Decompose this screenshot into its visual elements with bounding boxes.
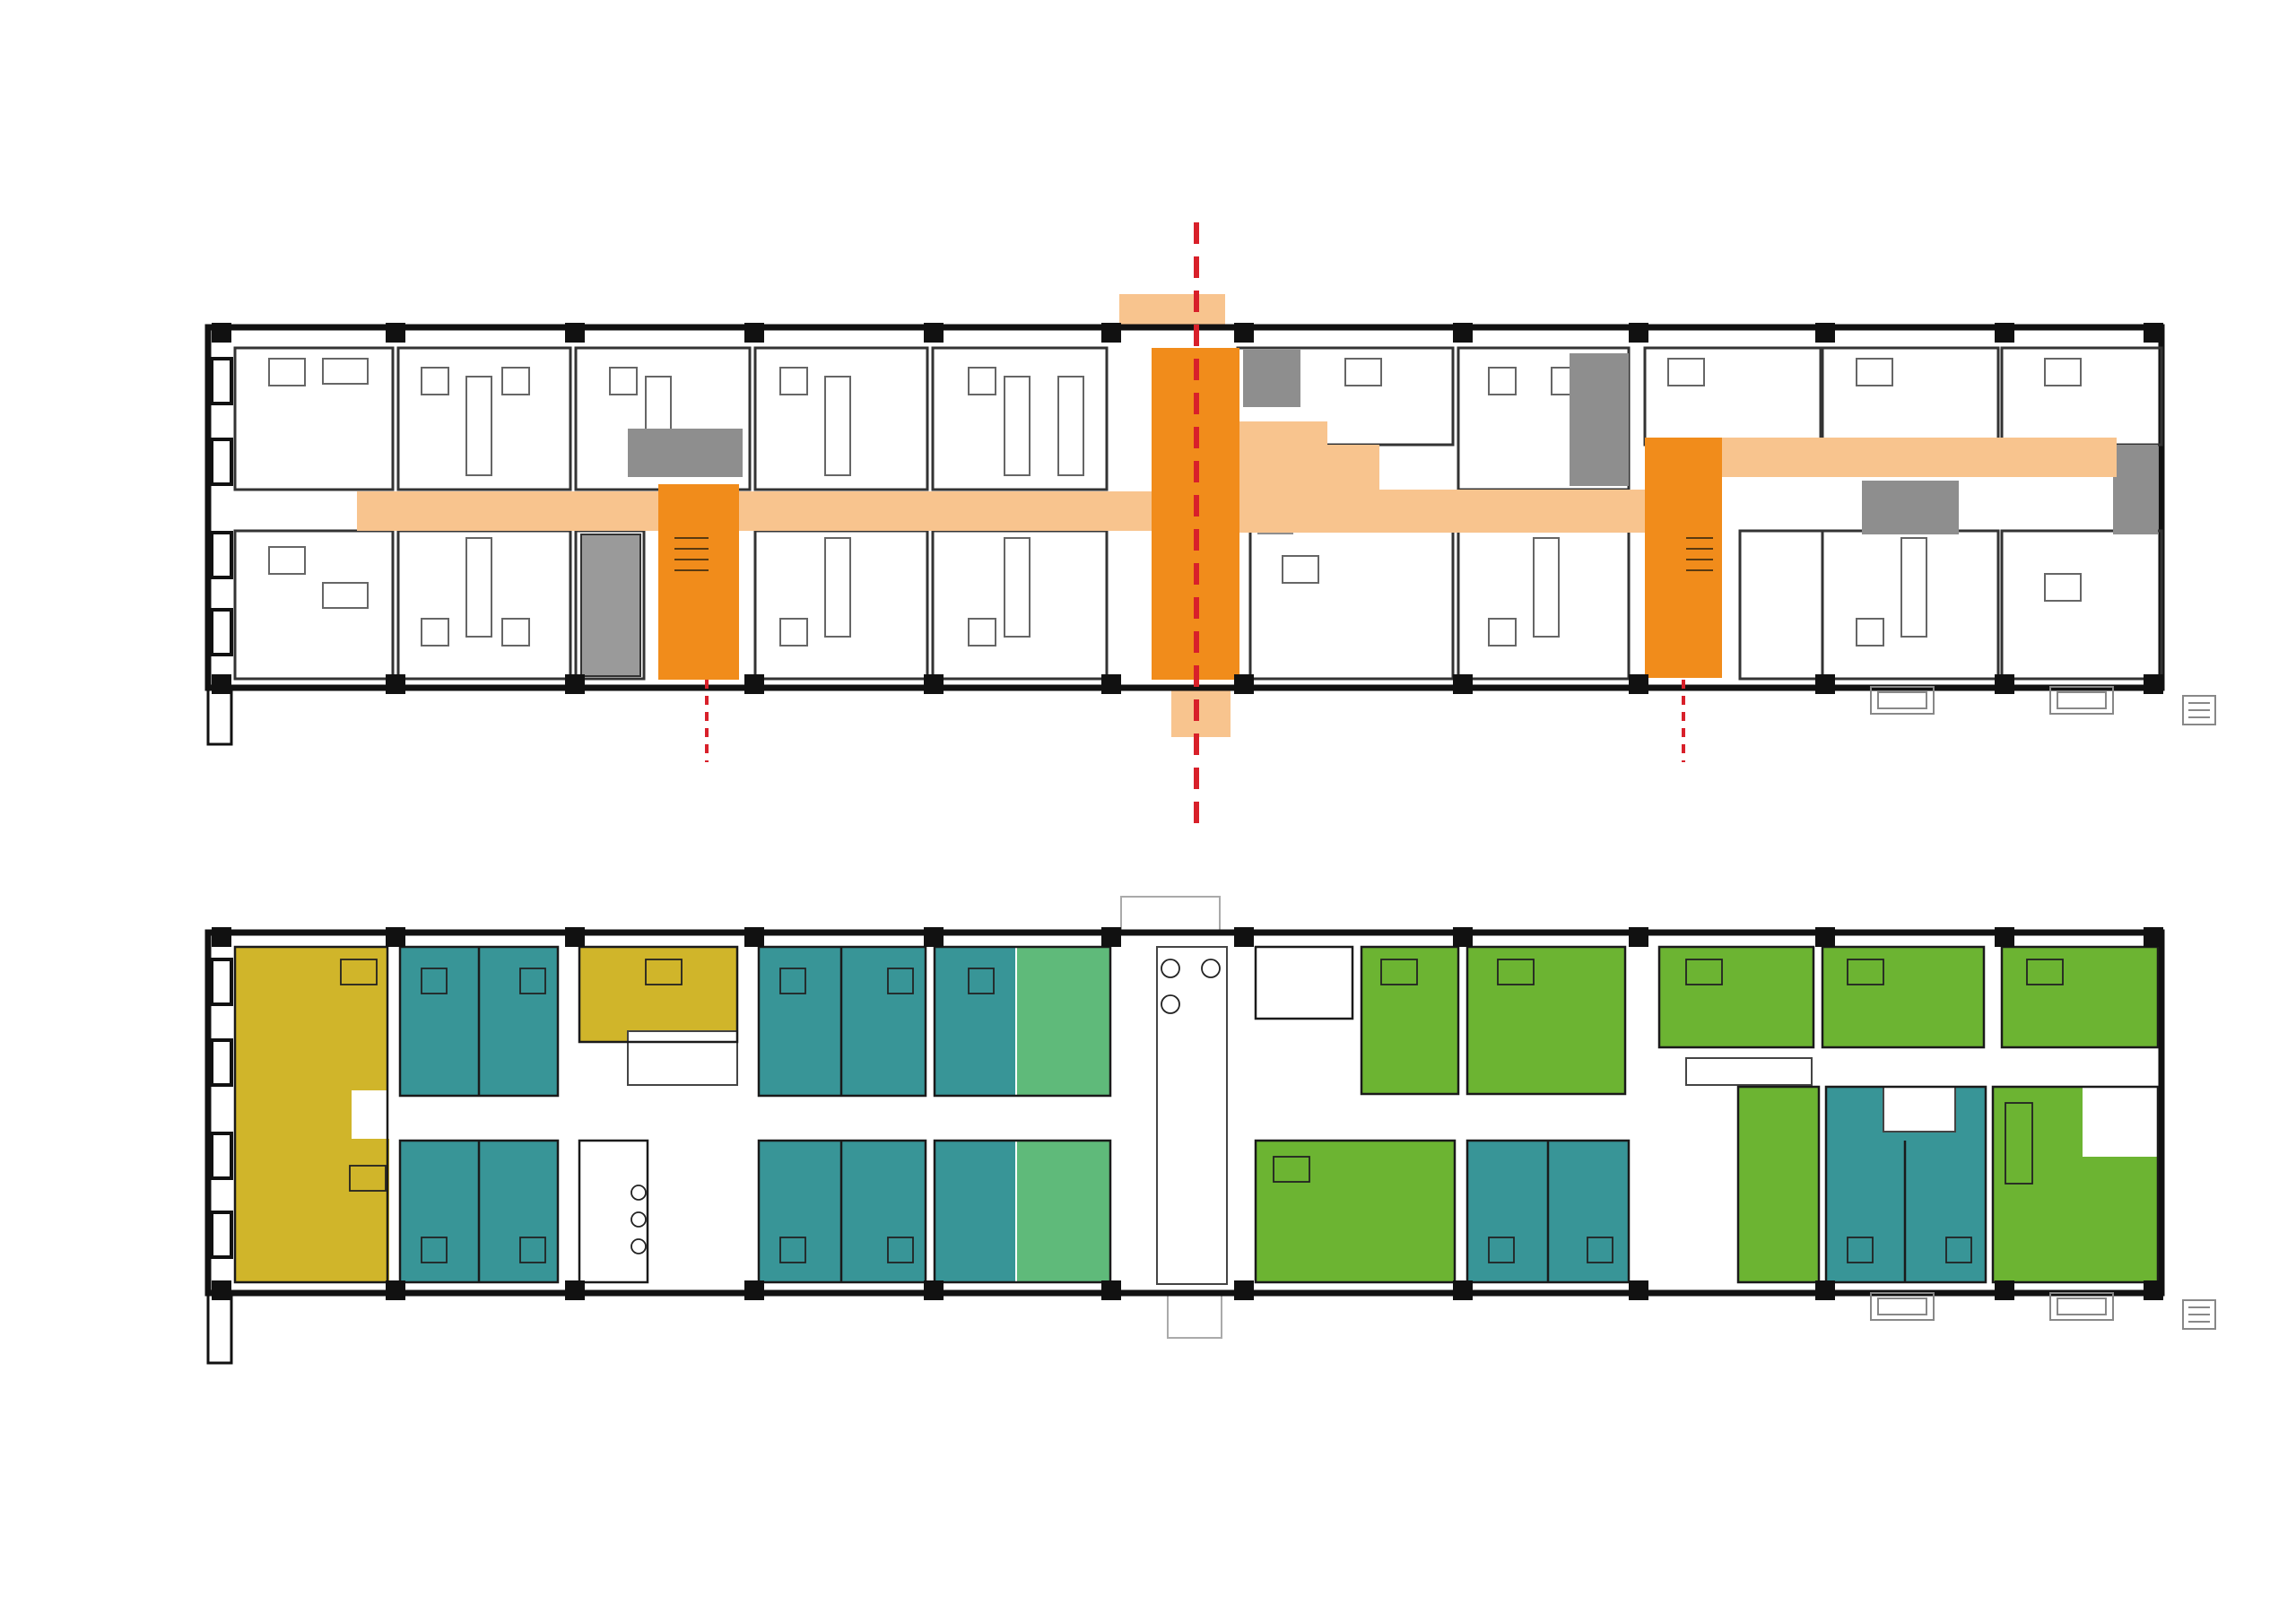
west-foundation-line	[206, 688, 233, 746]
units-mustard	[235, 947, 737, 1282]
furniture-north	[268, 358, 2082, 476]
west-windows-lower	[210, 958, 233, 1259]
east-steps	[1870, 686, 2216, 725]
west-windows	[210, 357, 233, 656]
wall-piers-lower	[212, 927, 2163, 1300]
stair-lines	[674, 537, 1713, 571]
unit-types-plan	[204, 896, 2216, 1365]
circulation-lower	[627, 946, 1956, 1285]
furniture-south	[268, 537, 2082, 647]
wall-piers	[212, 323, 2163, 694]
stair-core-west	[658, 484, 739, 680]
service-spaces	[628, 350, 2158, 534]
room-lines-lower	[233, 945, 2160, 1284]
west-foundation-line-lower	[206, 1293, 233, 1365]
units-light-green	[1017, 947, 1110, 1282]
corridors	[357, 421, 2117, 533]
entrance-porch-bottom	[1171, 683, 1231, 737]
furniture-lower	[340, 959, 2064, 1263]
storage-south-grey	[580, 534, 641, 677]
stair-core-east	[1645, 438, 1722, 678]
east-steps-lower	[1870, 1292, 2216, 1330]
circulation-plan	[204, 222, 2216, 830]
units-lime-green	[1256, 947, 2158, 1282]
rooms-north-row	[233, 346, 2163, 491]
